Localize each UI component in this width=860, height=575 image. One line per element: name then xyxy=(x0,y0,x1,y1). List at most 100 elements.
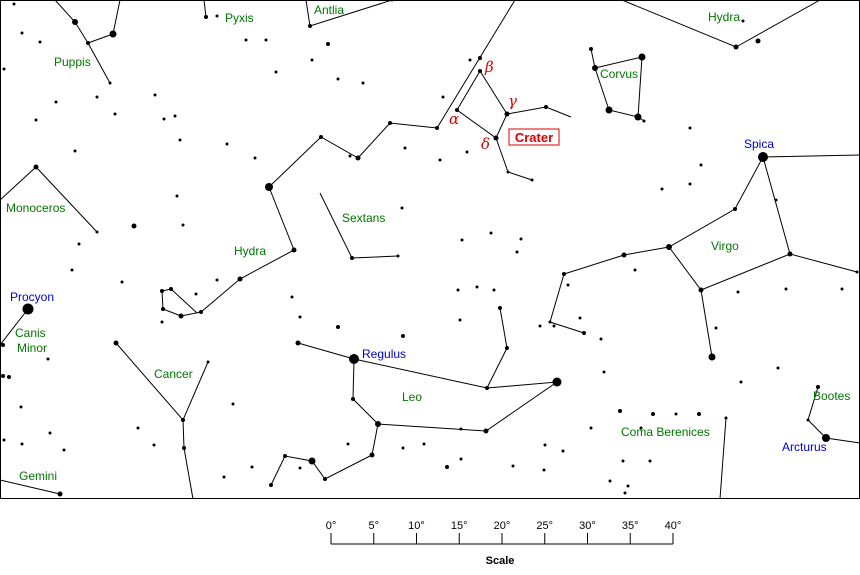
star xyxy=(173,114,177,118)
label-gamma: γ xyxy=(508,92,517,110)
scale-bar: 0°5°10°15°20°25°30°35°40° Scale xyxy=(326,520,682,567)
star xyxy=(350,256,354,260)
star xyxy=(840,287,844,291)
star xyxy=(465,150,469,154)
label-sextans: Sextans xyxy=(342,211,385,225)
star xyxy=(552,377,562,387)
star xyxy=(608,479,612,483)
star xyxy=(621,252,627,258)
star xyxy=(264,38,268,42)
star xyxy=(504,111,510,117)
label-delta: δ xyxy=(481,135,490,153)
star xyxy=(489,231,493,235)
star xyxy=(478,56,482,60)
label-coma-berenices: Coma Berenices xyxy=(621,425,710,439)
star xyxy=(401,446,405,450)
star xyxy=(388,121,392,125)
star xyxy=(231,402,235,406)
star xyxy=(73,149,77,153)
star xyxy=(2,438,6,442)
crater-highlight-box xyxy=(508,128,560,146)
star xyxy=(651,412,655,416)
star xyxy=(493,135,499,141)
star xyxy=(160,289,164,293)
star xyxy=(758,152,768,162)
star xyxy=(57,491,63,497)
leo-lines xyxy=(297,342,559,432)
star xyxy=(336,77,340,81)
virgo-lines-4 xyxy=(700,289,713,358)
star xyxy=(237,276,243,282)
star xyxy=(441,95,445,99)
star xyxy=(319,135,323,139)
star xyxy=(20,442,24,446)
star xyxy=(459,457,463,461)
scale-tick-label: 40° xyxy=(665,520,682,532)
star xyxy=(736,290,740,294)
star xyxy=(199,310,203,314)
star xyxy=(855,270,859,274)
star xyxy=(589,426,593,430)
scale-tick-label: 15° xyxy=(451,520,468,532)
star xyxy=(519,237,523,241)
star xyxy=(298,466,302,470)
star xyxy=(542,468,546,472)
star xyxy=(72,19,78,25)
star xyxy=(390,0,394,2)
star xyxy=(310,58,314,62)
star xyxy=(323,477,327,481)
star xyxy=(483,428,489,434)
star xyxy=(403,146,407,150)
label-spica: Spica xyxy=(744,137,774,151)
star xyxy=(776,366,780,370)
star xyxy=(816,385,820,389)
star xyxy=(733,207,737,211)
label-alpha: α xyxy=(449,110,459,128)
star xyxy=(161,307,165,311)
star xyxy=(291,247,297,253)
star xyxy=(445,465,449,469)
label-canis-minor-1: Canis xyxy=(15,326,46,340)
star xyxy=(178,313,184,319)
star xyxy=(698,287,704,293)
virgo-lines xyxy=(549,154,860,334)
star xyxy=(806,418,810,422)
label-hydra-ne: Hydra xyxy=(708,10,740,24)
star xyxy=(774,198,778,202)
star xyxy=(822,434,830,442)
label-beta: β xyxy=(484,58,494,76)
star xyxy=(724,416,728,420)
star xyxy=(206,360,210,364)
star xyxy=(38,40,42,44)
star xyxy=(2,67,6,71)
star xyxy=(169,287,173,291)
scale-tick-label: 25° xyxy=(536,520,553,532)
star xyxy=(456,288,460,292)
star xyxy=(298,315,302,319)
star xyxy=(269,483,273,487)
label-leo: Leo xyxy=(402,390,422,404)
star xyxy=(34,118,38,122)
star xyxy=(634,113,642,121)
star xyxy=(599,337,603,341)
star xyxy=(95,95,99,99)
map-frame xyxy=(0,0,860,499)
crater-greek-labels: β γ α δ xyxy=(449,58,517,153)
star xyxy=(498,306,502,310)
star xyxy=(475,285,479,289)
star xyxy=(562,272,566,276)
scale-tick-label: 30° xyxy=(579,520,596,532)
star xyxy=(1,374,5,378)
star xyxy=(589,47,593,51)
star xyxy=(19,405,23,409)
label-antlia: Antlia xyxy=(314,3,344,17)
star xyxy=(160,320,164,324)
star xyxy=(511,464,515,468)
star xyxy=(468,58,472,62)
star xyxy=(120,280,124,284)
label-cancer: Cancer xyxy=(154,367,193,381)
star xyxy=(348,154,352,158)
star xyxy=(361,81,365,85)
star xyxy=(351,397,355,401)
